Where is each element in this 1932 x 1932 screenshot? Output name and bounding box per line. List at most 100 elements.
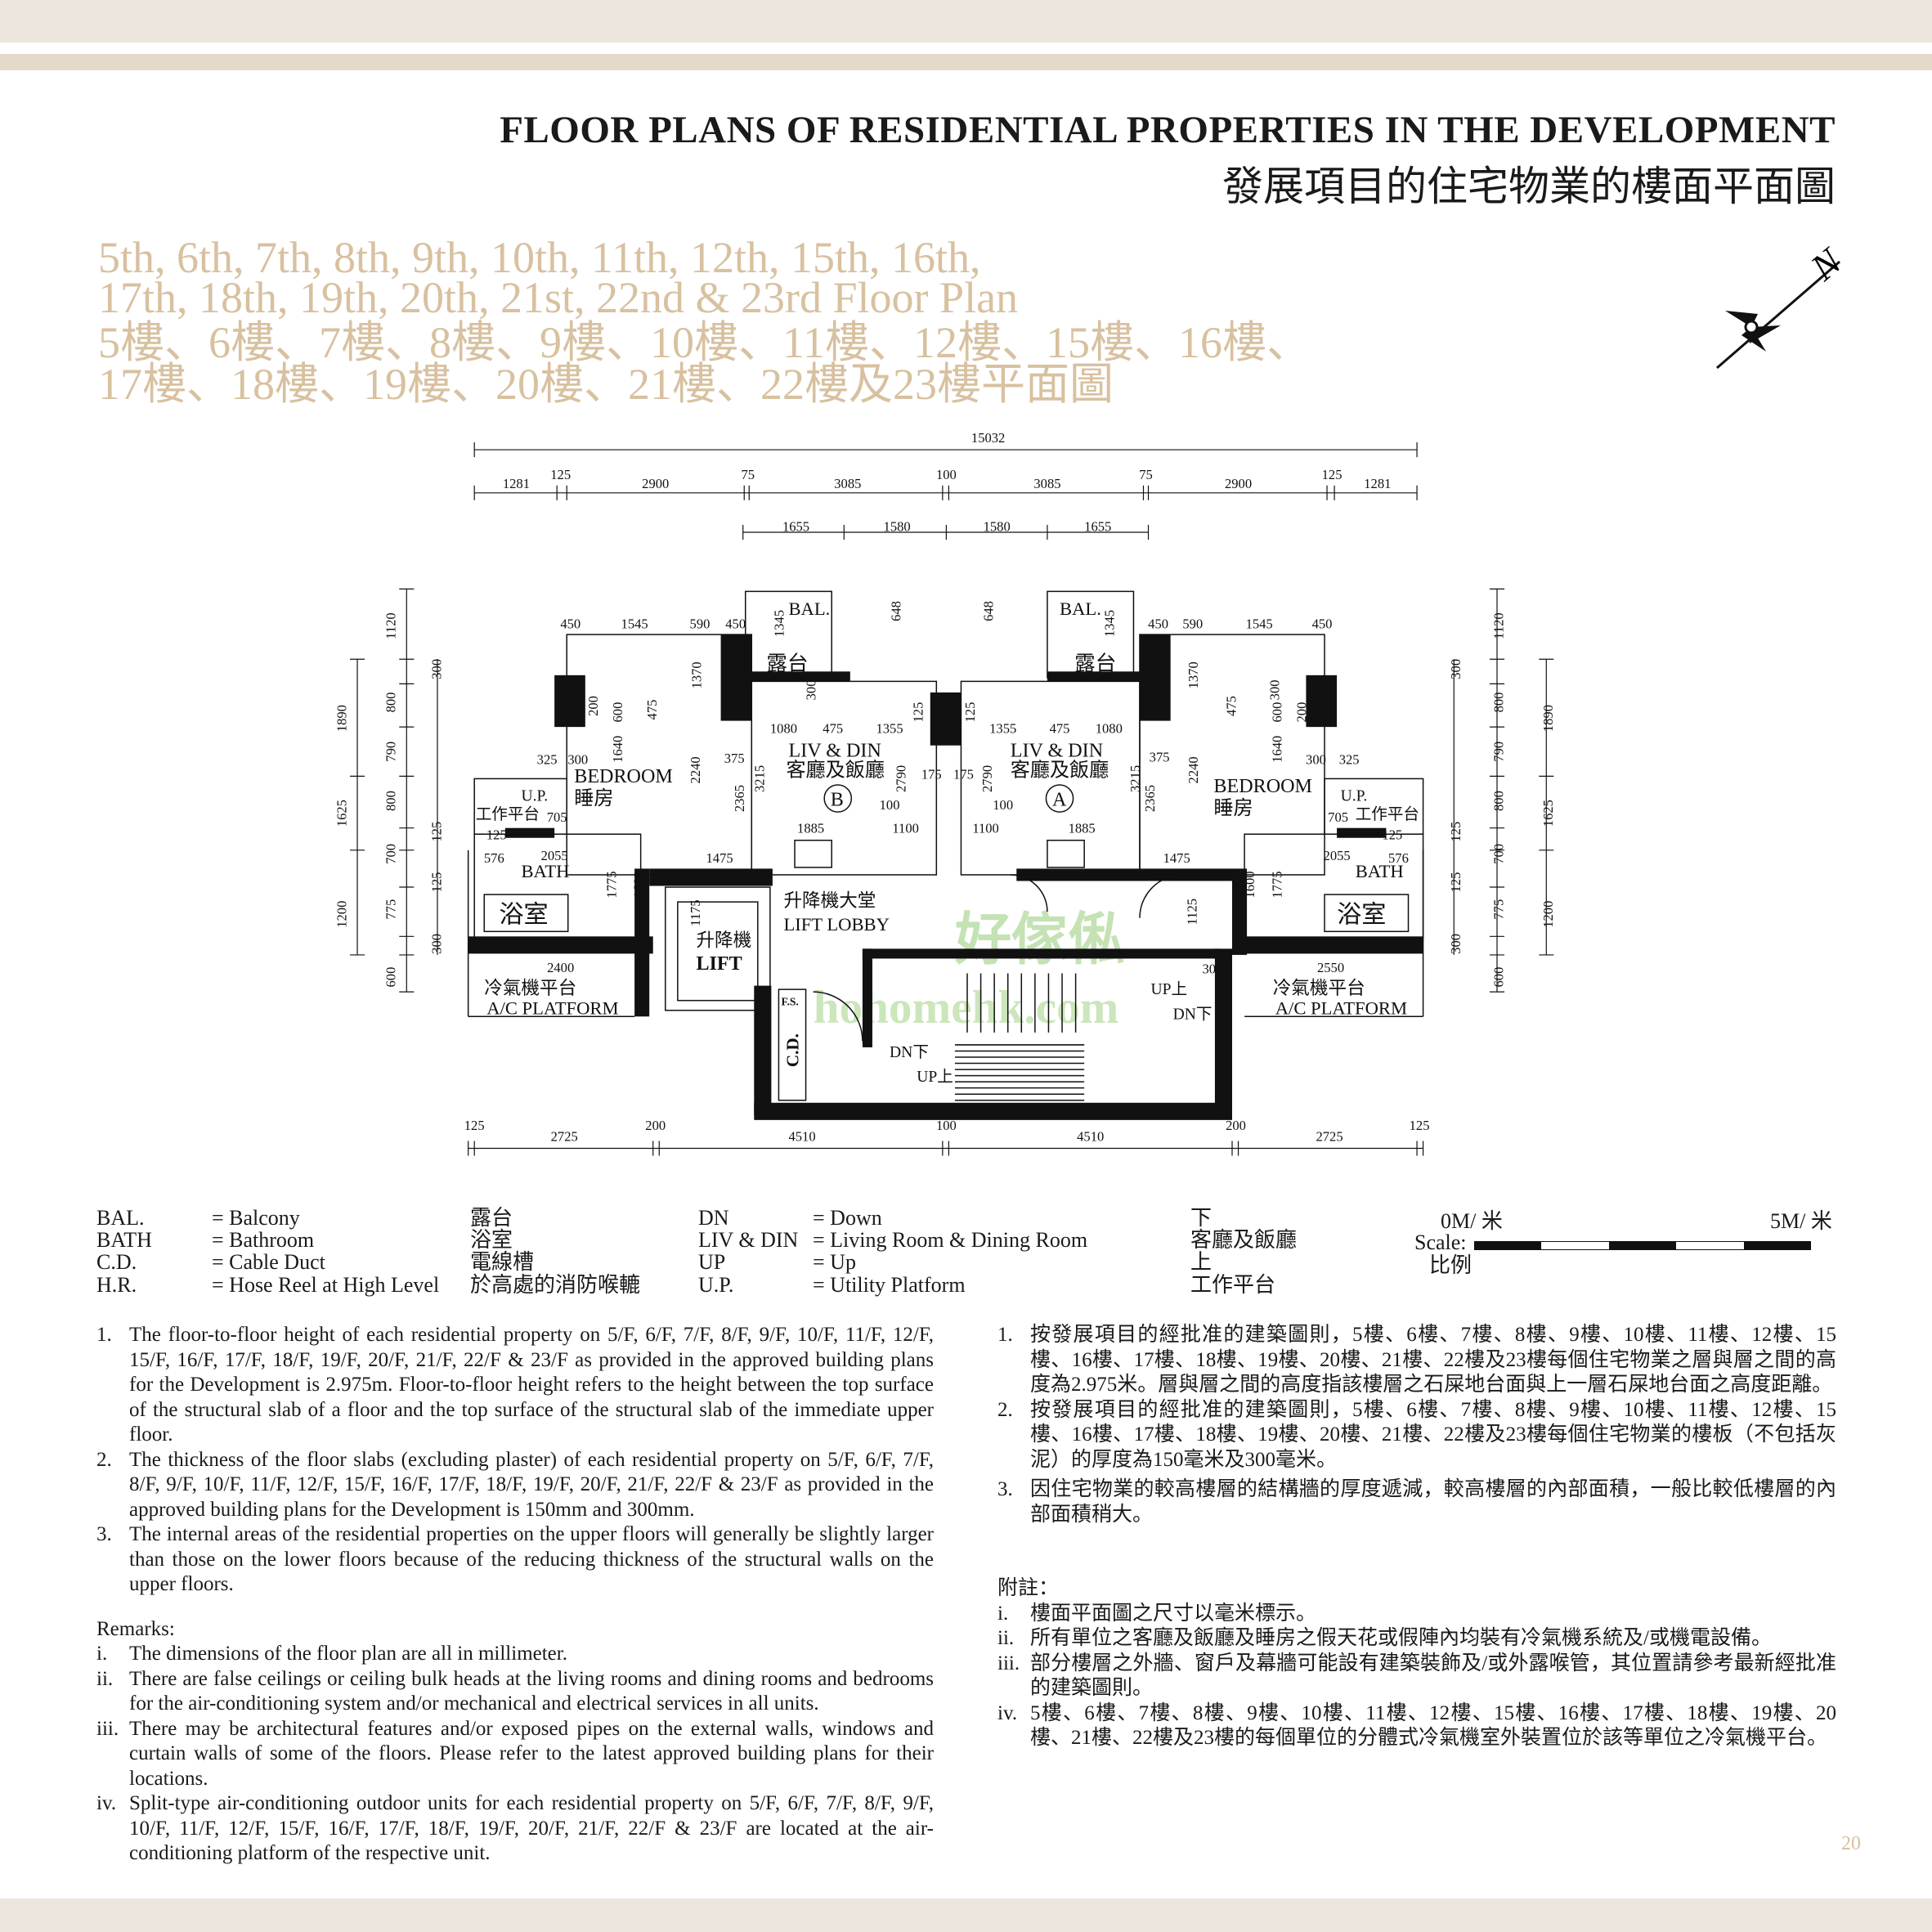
remark-num: iii. [96,1717,119,1740]
unit-b-bath-label: BATH [521,861,569,881]
legend-en: = Cable Duct [212,1250,325,1274]
dimension-label: 775 [1491,899,1507,920]
dimension-label: 2240 [688,756,703,783]
floor-heading-en-1: 5th, 6th, 7th, 8th, 9th, 10th, 11th, 12t… [98,233,981,282]
note-num: 2. [997,1398,1013,1421]
note-num: 1. [96,1324,112,1346]
dimension-label: 450 [1148,616,1168,632]
dimension-label: 2725 [1316,1128,1343,1144]
notes-zh: 1.按發展項目的經批准的建築圖則，5樓、6樓、7樓、8樓、9樓、10樓、11樓、… [997,1323,1836,1751]
dimension-label: 300 [567,751,588,767]
unit-b-bedroom-zh: 睡房 [574,787,613,809]
notes-en: 1.The floor-to-floor height of each resi… [96,1323,934,1867]
dimension-label: 2900 [642,476,669,491]
note-text: The internal areas of the residential pr… [129,1523,934,1595]
dimension-label: 2400 [547,960,574,975]
dimension-label: 4510 [1077,1128,1104,1144]
unit-a-badge [1045,784,1074,813]
dimension-label: 600 [1269,702,1284,723]
dimension-label: 1885 [797,821,824,836]
dimension-label: 2790 [894,765,909,792]
unit-a-bath-label: BATH [1356,861,1404,881]
unit-a-bal-zh: 露台 [1074,652,1116,675]
dimension-label: 1600 [631,871,647,898]
remark-text: There may be architectural features and/… [129,1717,934,1790]
floor-heading-zh-1: 5樓、6樓、7樓、8樓、9樓、10樓、11樓、12樓、15樓、16樓、 [98,318,1311,367]
dimension-label: 325 [537,751,558,767]
remark-num: ii. [96,1667,114,1690]
scale-label: Scale: [1414,1230,1467,1254]
dimension-label: 1355 [989,721,1016,737]
dimension-label: 175 [953,766,974,782]
dimension-label: 3085 [834,476,861,491]
dimension-label: 700 [1491,844,1507,864]
dimension-label: 1175 [688,899,703,926]
dimension-label: 1080 [1096,721,1123,737]
dimension-label: 700 [383,844,399,864]
dimension-label: 3215 [1127,765,1143,792]
dimension-label: 300 [1306,751,1326,767]
unit-b-liv-label: LIV & DIN [788,740,881,761]
dimension-label: 375 [1150,749,1170,764]
remark-text: 所有單位之客廳及飯廳及睡房之假天花或假陣內均裝有冷氣機系統及/或機電設備。 [1030,1627,1772,1649]
legend-abbr: LIV & DIN [698,1228,799,1252]
floor-heading-zh-2: 17樓、18樓、19樓、20樓、21樓、22樓及23樓平面圖 [98,360,1114,409]
dimension-label: 2790 [979,765,995,792]
remark-num: i. [96,1643,108,1665]
dimension-label: 1200 [334,901,349,928]
remarks-title: 附註： [997,1577,1060,1599]
dimension-label: 200 [645,1118,666,1133]
dimension-label: 1370 [688,661,704,688]
legend-zh: 上 [1190,1250,1213,1274]
dimension-label: 475 [644,700,660,720]
remarks-title: Remarks: [96,1617,175,1640]
dimension-label: 1625 [1540,800,1556,827]
dimension-label: 590 [1182,616,1203,632]
note-item: 1.The floor-to-floor height of each resi… [96,1323,934,1448]
lift-label: LIFT [696,953,742,975]
cable-duct-label: C.D. [783,1033,803,1067]
remarks-en: Remarks: i.The dimensions of the floor p… [96,1617,934,1867]
unit-a-up-zh: 工作平台 [1356,805,1419,823]
dimension-label: 3085 [1033,476,1060,491]
dimension-label: 1125 [1184,899,1199,926]
dimension-label: 1775 [604,871,620,898]
page-number: 20 [1841,1833,1861,1854]
dimension-label: 125 [429,822,445,842]
unit-b-ac-zh: 冷氣機平台 [484,978,576,998]
unit-a-up-label: U.P. [1341,788,1368,805]
legend: BAL. = Balcony 露台 BATH = Bathroom 浴室 C.D… [0,1207,1932,1305]
top-stripe [0,54,1932,70]
dimension-label: 175 [921,766,942,782]
stair-dn-2: DN下 [1173,1006,1213,1023]
dimension-label: 790 [1491,742,1507,762]
legend-abbr: UP [698,1250,726,1274]
dimension-label: 2365 [1142,785,1158,812]
dimension-label: 600 [1491,967,1507,988]
dimension-label: 125 [911,702,926,723]
unit-b-badge [823,784,853,813]
dimension-label: 2240 [1186,756,1201,783]
remark-text: 樓面平面圖之尺寸以毫米標示。 [1030,1602,1317,1625]
dimension-label: 450 [725,616,746,632]
dimension-label: 1885 [1069,821,1096,836]
unit-a-liv-zh: 客廳及飯廳 [1011,759,1109,781]
dimension-label: 1655 [1084,519,1111,535]
scale-label-zh: 比例 [1429,1253,1473,1277]
dimension-label: 1775 [1269,871,1284,898]
note-item: 1.按發展項目的經批准的建築圖則，5樓、6樓、7樓、8樓、9樓、10樓、11樓、… [997,1323,1836,1398]
dimension-label: 1200 [1540,901,1556,928]
legend-en: = Up [813,1250,856,1274]
remark-item: ii.所有單位之客廳及飯廳及睡房之假天花或假陣內均裝有冷氣機系統及/或機電設備。 [997,1626,1836,1652]
remarks-zh: 附註： i.樓面平面圖之尺寸以毫米標示。 ii.所有單位之客廳及飯廳及睡房之假天… [997,1576,1836,1751]
unit-a-letter: A [1052,790,1067,811]
dimension-label: 125 [550,467,571,482]
note-item: 3.因住宅物業的較高樓層的結構牆的厚度遞減，較高樓層的內部面積，一般比較低樓層的… [997,1477,1836,1527]
dimension-label: 1120 [383,612,399,639]
dimension-label: 1370 [1186,661,1201,688]
remark-num: iv. [997,1701,1018,1724]
lift-lobby-zh: 升降機大堂 [783,890,876,911]
dimension-label: 300 [429,934,445,954]
dimension-label: 300 [1266,679,1282,700]
